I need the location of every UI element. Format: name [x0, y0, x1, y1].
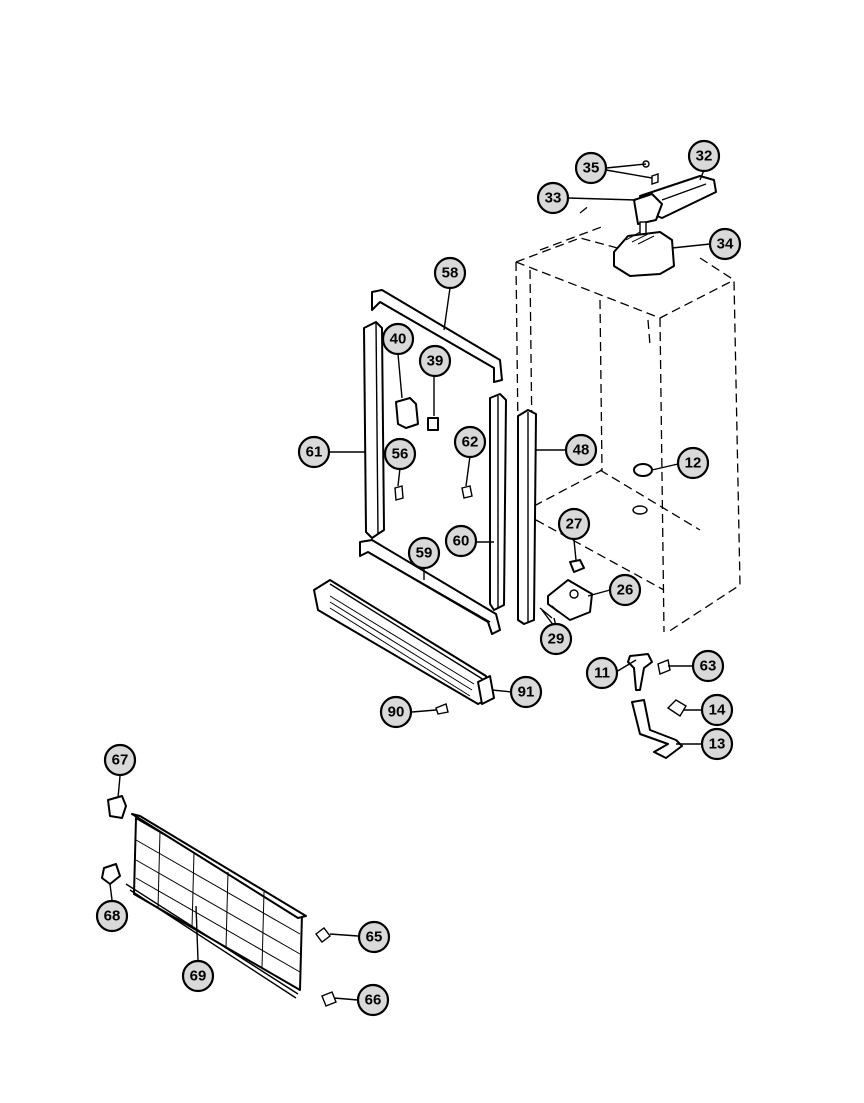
callout-14[interactable]: 14 [700, 693, 734, 727]
callout-13[interactable]: 13 [700, 727, 734, 761]
callout-61[interactable]: 61 [297, 435, 331, 469]
callout-90[interactable]: 90 [379, 695, 413, 729]
callout-69[interactable]: 69 [181, 959, 215, 993]
callout-label: 27 [566, 516, 583, 533]
callout-59[interactable]: 59 [407, 536, 441, 570]
callout-91[interactable]: 91 [509, 675, 543, 709]
callout-label: 29 [548, 631, 565, 648]
callout-60[interactable]: 60 [444, 524, 478, 558]
callout-label: 65 [366, 929, 383, 946]
callout-label: 60 [453, 533, 470, 550]
callout-68[interactable]: 68 [95, 899, 129, 933]
callout-56[interactable]: 56 [383, 437, 417, 471]
callout-label: 62 [462, 434, 479, 451]
callout-label: 90 [388, 704, 405, 721]
callout-11[interactable]: 11 [585, 656, 619, 690]
callout-label: 63 [700, 658, 717, 675]
callout-label: 69 [190, 968, 207, 985]
door-gasket-frame [359, 289, 537, 635]
kickplate-91 [313, 579, 495, 705]
callout-label: 39 [427, 353, 444, 370]
callout-label: 48 [573, 442, 590, 459]
callout-label: 61 [306, 444, 323, 461]
callout-39[interactable]: 39 [418, 344, 452, 378]
callout-58[interactable]: 58 [433, 256, 467, 290]
callout-32[interactable]: 32 [687, 139, 721, 173]
callout-label: 14 [709, 702, 726, 719]
callout-label: 33 [545, 190, 562, 207]
callout-26[interactable]: 26 [608, 573, 642, 607]
hinge-assembly [613, 160, 717, 277]
callout-34[interactable]: 34 [708, 227, 742, 261]
callout-29[interactable]: 29 [539, 622, 573, 656]
callout-label: 13 [709, 736, 726, 753]
callout-65[interactable]: 65 [357, 920, 391, 954]
callout-label: 12 [685, 455, 702, 472]
leader-lines [109, 163, 711, 1001]
callout-12[interactable]: 12 [676, 446, 710, 480]
callout-label: 26 [617, 582, 634, 599]
callout-label: 40 [390, 331, 407, 348]
callout-40[interactable]: 40 [381, 322, 415, 356]
callout-35[interactable]: 35 [574, 151, 608, 185]
callout-48[interactable]: 48 [564, 433, 598, 467]
callout-label: 34 [717, 236, 734, 253]
callout-label: 67 [112, 752, 129, 769]
callout-62[interactable]: 62 [453, 425, 487, 459]
callout-63[interactable]: 63 [691, 649, 725, 683]
callout-label: 56 [392, 446, 409, 463]
callout-67[interactable]: 67 [103, 743, 137, 777]
callout-label: 58 [442, 265, 459, 282]
callout-66[interactable]: 66 [356, 983, 390, 1017]
callout-27[interactable]: 27 [557, 507, 591, 541]
callout-label: 66 [365, 992, 382, 1009]
shelf-grille-69 [125, 813, 307, 999]
callout-33[interactable]: 33 [536, 181, 570, 215]
callout-label: 91 [518, 684, 535, 701]
callout-label: 11 [594, 665, 610, 682]
small-parts [101, 397, 687, 1007]
callout-label: 68 [104, 908, 121, 925]
callout-label: 59 [416, 545, 433, 562]
callout-label: 35 [583, 160, 600, 177]
callout-label: 32 [696, 148, 713, 165]
